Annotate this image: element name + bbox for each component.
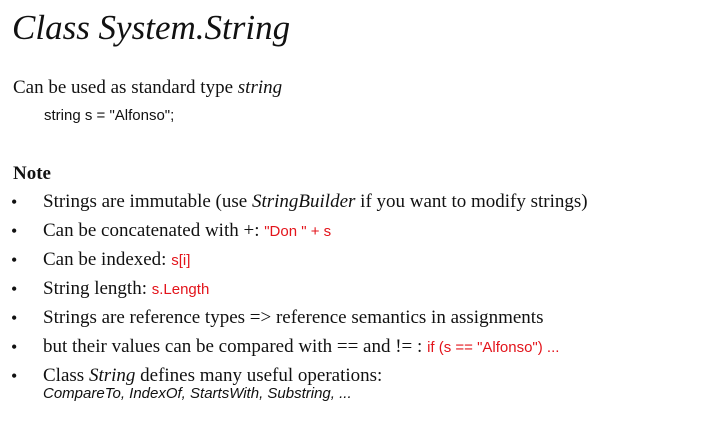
bullet-item-indexing: • Can be indexed: s[i] bbox=[0, 248, 714, 277]
bullet-text-part: if you want to modify strings) bbox=[355, 191, 588, 212]
bullet-text: but their values can be compared with ==… bbox=[43, 335, 559, 360]
code-snippet: s.Length bbox=[151, 281, 210, 298]
intro-text: Can be used as standard type string bbox=[13, 77, 282, 99]
bullet-text: Strings are immutable (use StringBuilder… bbox=[43, 190, 588, 214]
intro-label: Can be used as standard type bbox=[13, 77, 238, 98]
bullet-text-part: but their values can be compared with ==… bbox=[43, 336, 428, 357]
code-snippet: "Don " + s bbox=[264, 223, 332, 240]
bullet-item-length: • String length: s.Length bbox=[0, 277, 714, 306]
bullet-icon: • bbox=[11, 192, 18, 212]
bullet-item-concatenation: • Can be concatenated with +: "Don " + s bbox=[0, 219, 714, 248]
bullet-item-reference-types: • Strings are reference types => referen… bbox=[0, 306, 714, 335]
bullet-text: Can be indexed: s[i] bbox=[43, 248, 190, 273]
bullet-icon: • bbox=[11, 250, 18, 270]
bullet-item-operations: • Class String defines many useful opera… bbox=[0, 364, 714, 402]
bullet-icon: • bbox=[11, 366, 18, 386]
code-snippet: s[i] bbox=[171, 252, 191, 269]
bullet-text-part: defines many useful operations: bbox=[135, 365, 383, 386]
bullet-item-immutable: • Strings are immutable (use StringBuild… bbox=[0, 190, 714, 219]
bullet-icon: • bbox=[11, 308, 18, 328]
bullet-list: • Strings are immutable (use StringBuild… bbox=[0, 190, 714, 402]
bullet-text: Can be concatenated with +: "Don " + s bbox=[43, 219, 331, 244]
page-title: Class System.String bbox=[12, 8, 291, 47]
string-term: String bbox=[88, 365, 136, 386]
bullet-text-part: String length: bbox=[43, 278, 152, 299]
bullet-text-part: Can be indexed: bbox=[43, 249, 172, 270]
bullet-text-part: Class bbox=[43, 365, 89, 386]
bullet-icon: • bbox=[11, 221, 18, 241]
bullet-text: Strings are reference types => reference… bbox=[43, 307, 544, 328]
bullet-text-part: Strings are immutable (use bbox=[43, 191, 252, 212]
stringbuilder-term: StringBuilder bbox=[251, 191, 356, 212]
note-heading: Note bbox=[13, 163, 51, 184]
intro-type-word: string bbox=[237, 77, 283, 98]
bullet-text: Class String defines many useful operati… bbox=[43, 364, 382, 388]
bullet-item-comparison: • but their values can be compared with … bbox=[0, 335, 714, 364]
code-snippet: if (s == "Alfonso") ... bbox=[427, 339, 560, 356]
bullet-icon: • bbox=[11, 279, 18, 299]
code-example: string s = "Alfonso"; bbox=[44, 107, 175, 124]
bullet-text: String length: s.Length bbox=[43, 277, 209, 302]
operations-list: CompareTo, IndexOf, StartsWith, Substrin… bbox=[43, 385, 352, 402]
bullet-icon: • bbox=[11, 337, 18, 357]
bullet-text-part: Can be concatenated with +: bbox=[43, 220, 265, 241]
